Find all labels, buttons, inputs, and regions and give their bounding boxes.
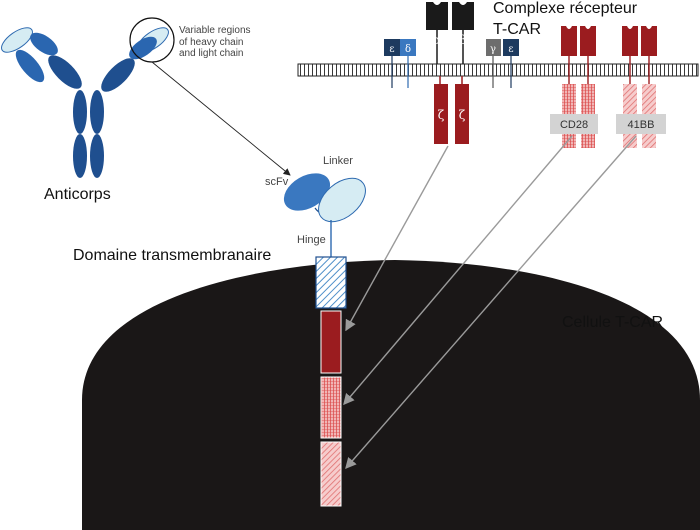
antibody-left-light-constant — [15, 49, 45, 83]
cd28-extracellular-right — [580, 26, 596, 56]
bb41-label-box — [616, 114, 666, 134]
label-zeta-right: ζ — [459, 108, 466, 122]
label-epsilon-left: ε — [389, 44, 394, 55]
arrow-zeta — [345, 145, 449, 332]
car-t-cell-body — [82, 260, 700, 530]
label-delta: δ — [405, 44, 411, 55]
transmembrane-domain — [315, 256, 347, 309]
antibody-left-light-variable — [1, 27, 33, 53]
domain-arrows — [343, 135, 637, 470]
antibody-stem-right-top — [90, 90, 104, 134]
antibody-stem-left-bottom — [73, 134, 87, 178]
antibody-left-heavy-constant — [48, 55, 82, 89]
cd28-label-box — [550, 114, 598, 134]
chain-zeta-right — [455, 84, 469, 144]
variable-regions-label: Variable regions of heavy chain and ligh… — [179, 25, 251, 60]
cell-label: Cellule T-CAR — [562, 314, 664, 331]
complex-title-line-1: Complexe récepteur — [493, 0, 638, 17]
transmembrane-label: Domaine transmembranaire — [73, 247, 272, 264]
variable-region-pointer — [151, 61, 291, 176]
bb41-extracellular-left — [622, 26, 638, 56]
antibody-right-heavy-variable — [129, 36, 157, 60]
car-41bb-domain — [320, 441, 342, 507]
chain-gamma — [486, 39, 501, 56]
car-zeta-domain — [320, 310, 342, 374]
chain-zeta-left — [434, 84, 448, 144]
scfv-light-domain — [318, 177, 366, 223]
chain-delta — [400, 39, 416, 56]
label-epsilon-right: ε — [508, 44, 513, 55]
car-construct — [283, 173, 366, 507]
variable-regions-line-3: and light chain — [179, 48, 244, 59]
antibody-right-heavy-constant — [101, 58, 135, 92]
variable-regions-line-2: of heavy chain — [179, 36, 244, 48]
antibody-stem-left-top — [73, 90, 87, 134]
label-beta: β — [460, 33, 467, 47]
chain-alpha — [426, 2, 448, 30]
antibody-label: Anticorps — [44, 186, 111, 203]
label-gamma: γ — [490, 44, 496, 55]
cd28-extracellular-left — [561, 26, 577, 56]
complex-title-line-2: T-CAR — [493, 21, 541, 38]
hinge-label: Hinge — [297, 234, 326, 246]
tcr-complex — [384, 2, 666, 148]
label-zeta-left: ζ — [438, 108, 445, 122]
scfv-heavy-domain — [283, 173, 331, 211]
bb41-extracellular-right — [641, 26, 657, 56]
label-cd28: CD28 — [560, 119, 588, 131]
label-41bb: 41BB — [628, 119, 655, 131]
chain-epsilon-right — [503, 39, 519, 56]
linker-label: Linker — [323, 155, 353, 167]
arrow-41bb — [345, 135, 637, 470]
antibody-left-heavy-variable — [30, 32, 58, 56]
variable-regions-line-1: Variable regions — [179, 25, 251, 36]
antibody-stem-right-bottom — [90, 134, 104, 178]
membrane-bar — [297, 63, 699, 77]
chain-epsilon-left — [384, 39, 400, 56]
arrow-cd28 — [343, 135, 573, 406]
chain-beta — [452, 2, 474, 30]
label-alpha: α — [433, 33, 441, 47]
scfv-label: scFv — [265, 176, 289, 188]
antibody-illustration — [1, 17, 291, 178]
car-cd28-domain — [320, 376, 342, 439]
